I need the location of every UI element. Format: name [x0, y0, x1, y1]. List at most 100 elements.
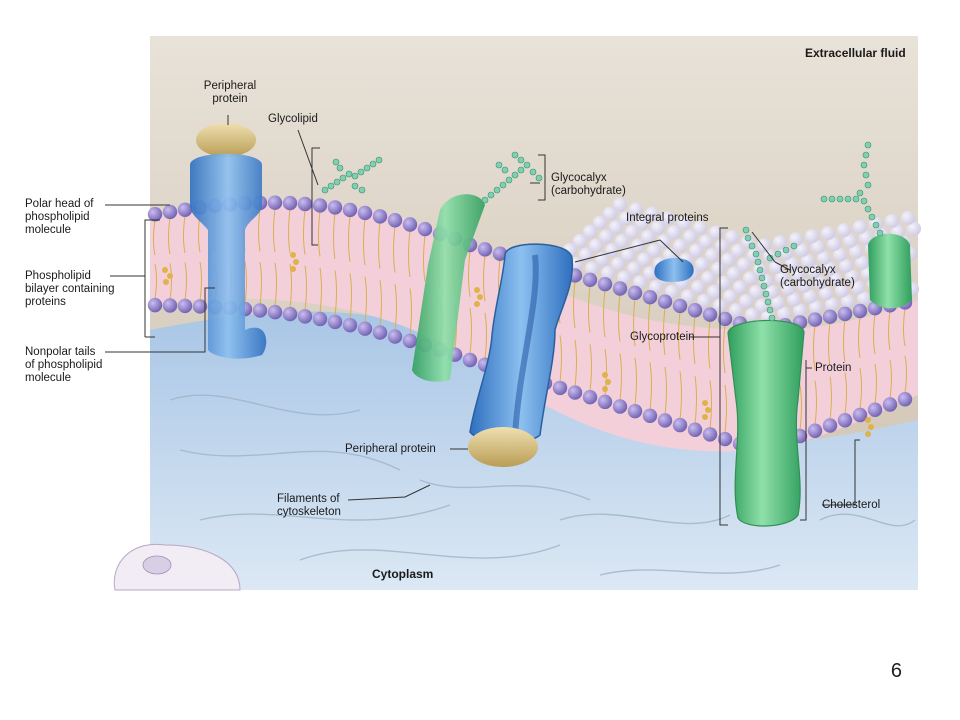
label-glycolipid: Glycolipid — [268, 113, 318, 125]
cholesterol-molecules — [162, 252, 874, 437]
phospholipid-head-back — [821, 226, 835, 241]
phospholipid-head — [312, 311, 328, 327]
peripheral-protein-top — [196, 123, 256, 157]
phospholipid-head-back — [857, 291, 871, 306]
label-polar-head: Polar head of phospholipid molecule — [25, 198, 94, 236]
glycoprotein-left — [412, 194, 485, 382]
phospholipid-head — [672, 298, 688, 314]
phospholipid-head-back — [813, 275, 827, 290]
phospholipid-head-back — [807, 264, 821, 279]
integral-protein-small — [654, 257, 694, 282]
phospholipid-head — [147, 297, 163, 313]
phospholipid-head — [807, 312, 823, 327]
phospholipid-head — [567, 385, 583, 400]
phospholipid-tail — [363, 218, 367, 323]
phospholipid-head — [552, 380, 568, 396]
slide-number: 6 — [890, 660, 902, 682]
peripheral-protein-bottom — [468, 427, 538, 467]
label-glycocalyx-1: Glycocalyx (carbohydrate) — [551, 172, 626, 197]
phospholipid-head — [882, 397, 898, 412]
phospholipid-head-back — [667, 225, 681, 240]
phospholipid-tail — [483, 255, 487, 359]
phospholipid-head-back — [641, 229, 655, 244]
label-peripheral-protein-bottom: Peripheral protein — [345, 443, 436, 455]
phospholipid-head-back — [589, 238, 603, 253]
phospholipid-head-back — [619, 211, 633, 226]
phospholipid-head — [267, 195, 283, 210]
phospholipid-head — [357, 205, 373, 221]
phospholipid-head — [627, 285, 643, 301]
phospholipid-head — [687, 303, 703, 318]
phospholipid-head-back — [699, 234, 713, 249]
phospholipid-head — [342, 317, 358, 333]
phospholipid-head-back — [825, 297, 839, 312]
phospholipid-head — [477, 242, 493, 257]
phospholipid-head-back — [645, 206, 659, 221]
phospholipid-tail — [468, 250, 472, 355]
phospholipid-head-back — [709, 225, 723, 240]
phospholipid-tail — [378, 222, 382, 327]
phospholipid-head — [657, 294, 673, 309]
glycoprotein-far-right — [868, 233, 912, 309]
phospholipid-head — [297, 196, 313, 212]
phospholipid-head-back — [673, 238, 687, 253]
phospholipid-head — [582, 272, 598, 287]
phospholipid-tail — [888, 311, 892, 399]
phospholipid-head-back — [827, 236, 841, 251]
phospholipid-head — [612, 399, 628, 414]
phospholipid-head-back — [625, 224, 639, 239]
phospholipid-head-back — [811, 239, 825, 254]
phospholipid-head — [327, 200, 343, 215]
phospholipid-head-back — [777, 306, 791, 321]
label-nonpolar-tails: Nonpolar tails of phospholipid molecule — [25, 346, 103, 384]
phospholipid-tail — [873, 314, 877, 404]
phospholipid-head — [312, 198, 328, 213]
phospholipid-head-back — [693, 220, 707, 235]
label-integral-proteins: Integral proteins — [626, 212, 709, 224]
phospholipid-tail — [408, 230, 412, 335]
phospholipid-tail — [813, 325, 817, 425]
phospholipid-head — [642, 290, 658, 305]
phospholipid-head — [387, 329, 403, 344]
phospholipid-head-back — [657, 234, 671, 249]
phospholipid-head — [657, 413, 673, 428]
phospholipid-head-back — [771, 295, 785, 310]
phospholipid-head — [672, 417, 688, 433]
phospholipid-head — [492, 246, 508, 261]
phospholipid-tail — [903, 308, 907, 394]
phospholipid-head — [582, 390, 598, 405]
leader-lines — [105, 115, 860, 526]
phospholipid-head-back — [617, 270, 631, 285]
phospholipid-head-back — [787, 292, 801, 307]
phospholipid-head-back — [651, 220, 665, 235]
phospholipid-head — [867, 402, 883, 417]
phospholipid-head-back — [593, 215, 607, 230]
phospholipid-head-back — [841, 294, 855, 309]
phospholipid-head — [387, 213, 403, 228]
phospholipid-head — [627, 403, 643, 419]
phospholipid-head-back — [695, 257, 709, 272]
cytoskeleton-filaments — [169, 394, 916, 576]
phospholipid-head-back — [585, 261, 599, 276]
phospholipid-tail — [678, 311, 682, 420]
glycocalyx-chain-1 — [481, 151, 543, 204]
phospholipid-head-back — [637, 252, 651, 267]
phospholipid-head-back — [665, 284, 679, 299]
phospholipid-tail — [258, 208, 262, 305]
integral-protein-channel — [469, 243, 574, 443]
phospholipid-head-back — [683, 229, 697, 244]
phospholipid-head — [597, 276, 613, 292]
phospholipid-head-back — [823, 261, 837, 276]
label-cholesterol: Cholesterol — [822, 499, 881, 511]
phospholipid-head-back — [773, 235, 787, 250]
label-peripheral-protein-top: Peripheral protein — [203, 80, 257, 105]
phospholipid-head-back — [725, 229, 739, 244]
phospholipid-head — [342, 202, 358, 218]
phospholipid-head — [162, 204, 178, 220]
phospholipid-tail — [843, 319, 847, 415]
phospholipid-head-back — [781, 281, 795, 296]
phospholipid-tail — [588, 285, 592, 392]
phospholipid-head — [192, 299, 208, 314]
phospholipid-head-back — [819, 286, 833, 301]
phospholipid-head-back — [789, 232, 803, 247]
